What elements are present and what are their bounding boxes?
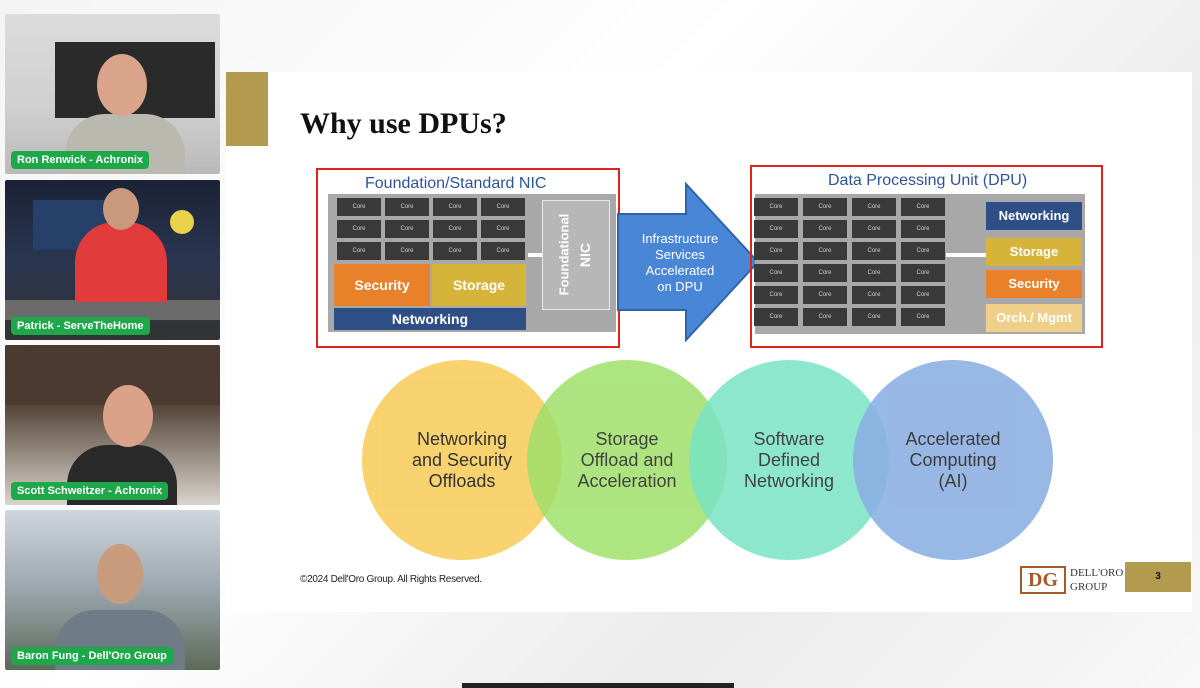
- right-core-cell: Core: [803, 198, 847, 216]
- right-core-cell: Core: [754, 220, 798, 238]
- security-block: Security: [334, 264, 430, 306]
- right-core-cell: Core: [803, 220, 847, 238]
- participant-head: [103, 385, 153, 447]
- left-core-cell: Core: [433, 242, 477, 260]
- right-core-cell: Core: [754, 308, 798, 326]
- left-core-cell: Core: [337, 198, 381, 216]
- storage-block: Storage: [432, 264, 526, 306]
- foundational-label: Foundational: [556, 213, 572, 296]
- dpu-connector: [946, 253, 986, 257]
- video-tile-baron[interactable]: Baron Fung - Dell'Oro Group: [5, 510, 220, 670]
- right-core-cell: Core: [852, 242, 896, 260]
- slide-title: Why use DPUs?: [300, 107, 507, 140]
- smiley-icon: [170, 210, 194, 234]
- right-core-cell: Core: [803, 264, 847, 282]
- right-core-cell: Core: [852, 264, 896, 282]
- left-core-cell: Core: [433, 220, 477, 238]
- logo-mark: DG: [1020, 566, 1066, 594]
- right-core-cell: Core: [852, 286, 896, 304]
- left-core-cell: Core: [385, 220, 429, 238]
- slide-accent-bar: [226, 72, 268, 146]
- foundation-nic-title: Foundation/Standard NIC: [365, 175, 547, 192]
- networking-block: Networking: [334, 308, 526, 330]
- participant-name-tag: Baron Fung - Dell'Oro Group: [11, 647, 173, 665]
- logo-line1: DELL'ORO: [1070, 567, 1124, 579]
- left-core-cell: Core: [337, 242, 381, 260]
- right-core-cell: Core: [754, 264, 798, 282]
- participant-head: [103, 188, 139, 230]
- right-core-cell: Core: [754, 198, 798, 216]
- bottom-progress-bar[interactable]: [462, 683, 734, 688]
- circle-networking-security: Networking and Security Offloads: [362, 360, 562, 560]
- participant-name-tag: Ron Renwick - Achronix: [11, 151, 150, 169]
- right-core-cell: Core: [852, 308, 896, 326]
- right-core-cell: Core: [803, 308, 847, 326]
- dpu-orchestration-block: Orch./ Mgmt: [986, 304, 1082, 332]
- right-core-cell: Core: [901, 220, 945, 238]
- right-core-cell: Core: [901, 286, 945, 304]
- right-core-cell: Core: [754, 286, 798, 304]
- video-tile-scott[interactable]: Scott Schweitzer - Achronix: [5, 345, 220, 505]
- participant-head: [97, 54, 147, 116]
- right-core-cell: Core: [901, 198, 945, 216]
- participant-head: [97, 544, 143, 604]
- participant-name-tag: Patrick - ServeTheHome: [11, 317, 150, 335]
- left-core-cell: Core: [433, 198, 477, 216]
- participant-figure: [75, 222, 167, 302]
- video-tile-patrick[interactable]: Patrick - ServeTheHome: [5, 180, 220, 340]
- arrow-caption: Infrastructure Services Accelerated on D…: [641, 231, 719, 294]
- slide-page-number: 3: [1125, 562, 1191, 592]
- right-core-cell: Core: [803, 242, 847, 260]
- participant-name-tag: Scott Schweitzer - Achronix: [11, 482, 169, 500]
- left-core-cell: Core: [481, 220, 525, 238]
- slide-copyright: ©2024 Dell'Oro Group. All Rights Reserve…: [300, 574, 482, 585]
- right-core-cell: Core: [901, 308, 945, 326]
- right-core-cell: Core: [754, 242, 798, 260]
- desk: [5, 300, 220, 320]
- circle-accelerated-computing: Accelerated Computing (AI): [853, 360, 1053, 560]
- dpu-title: Data Processing Unit (DPU): [828, 172, 1028, 189]
- nic-label: NIC: [577, 242, 593, 268]
- foundational-nic-block: Foundational NIC: [542, 200, 610, 310]
- left-core-cell: Core: [385, 198, 429, 216]
- dpu-frame: [750, 165, 1103, 348]
- right-core-cell: Core: [901, 242, 945, 260]
- right-core-cell: Core: [852, 198, 896, 216]
- left-core-cell: Core: [481, 198, 525, 216]
- circle-software-defined: Software Defined Networking: [689, 360, 889, 560]
- right-core-cell: Core: [852, 220, 896, 238]
- arrow-right-icon: [617, 182, 760, 342]
- logo-line2: GROUP: [1070, 581, 1108, 593]
- right-core-cell: Core: [803, 286, 847, 304]
- dell-oro-logo: DG DELL'ORO GROUP: [1020, 566, 1124, 596]
- right-core-cell: Core: [901, 264, 945, 282]
- left-core-cell: Core: [337, 220, 381, 238]
- dpu-storage-block: Storage: [986, 238, 1082, 266]
- left-core-cell: Core: [385, 242, 429, 260]
- video-tile-ron[interactable]: Ron Renwick - Achronix: [5, 14, 220, 174]
- left-core-cell: Core: [481, 242, 525, 260]
- nic-connector: [528, 253, 542, 257]
- dpu-networking-block: Networking: [986, 202, 1082, 230]
- dpu-security-block: Security: [986, 270, 1082, 298]
